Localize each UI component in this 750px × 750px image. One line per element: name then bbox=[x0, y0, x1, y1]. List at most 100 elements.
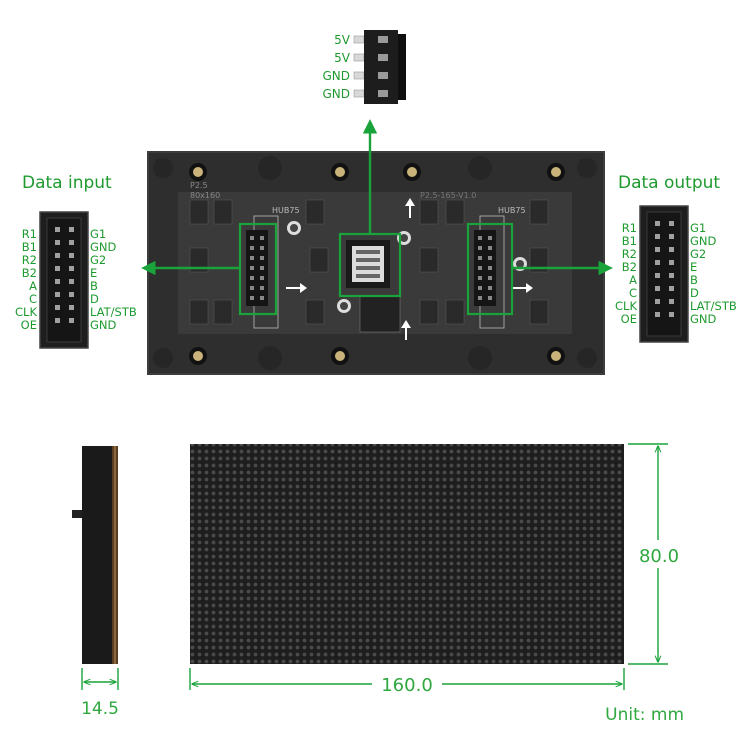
pin-label: A bbox=[29, 279, 37, 293]
pin-label: LAT/STB bbox=[690, 299, 737, 313]
power-pin-label: 5V bbox=[334, 33, 351, 47]
power-pin-label: GND bbox=[322, 69, 350, 83]
header-pin bbox=[55, 227, 60, 232]
pin-label: R2 bbox=[22, 253, 37, 267]
pin-label: G1 bbox=[690, 221, 706, 235]
data-input-title: Data input bbox=[22, 173, 112, 193]
pin-label: OE bbox=[21, 318, 37, 332]
header-pin bbox=[55, 318, 60, 323]
hub75-label-right: HUB75 bbox=[498, 206, 526, 215]
pin-label: B1 bbox=[622, 234, 637, 248]
header-pin bbox=[55, 240, 60, 245]
board-back: P2.5 80x160 P2.5-165-V1.0 HUB75 HUB75 bbox=[147, 151, 605, 375]
power-connector: 5V 5V GND GND bbox=[322, 30, 406, 104]
pin-label: B bbox=[690, 273, 698, 287]
pin-label: G1 bbox=[90, 227, 106, 241]
width-label-bg bbox=[372, 672, 442, 696]
pin-label: B2 bbox=[622, 260, 637, 274]
pin-label: B1 bbox=[22, 240, 37, 254]
unit-label: Unit: mm bbox=[605, 705, 684, 725]
header-pin bbox=[69, 305, 74, 310]
pin-label: R2 bbox=[622, 247, 637, 261]
thickness-dimension bbox=[81, 668, 119, 690]
pin-label: GND bbox=[690, 312, 717, 326]
header-pin bbox=[69, 253, 74, 258]
pin-label: CLK bbox=[15, 305, 37, 319]
pin-label: D bbox=[690, 286, 699, 300]
header-pin bbox=[69, 279, 74, 284]
power-pin-label: 5V bbox=[334, 51, 351, 65]
power-connector-body bbox=[353, 30, 406, 104]
data-input-right-pins: G1 GND G2 E B D LAT/STB GND bbox=[90, 227, 137, 332]
header-pin bbox=[669, 299, 674, 304]
header-pin bbox=[55, 292, 60, 297]
data-output-title: Data output bbox=[618, 173, 720, 193]
header-pin bbox=[669, 247, 674, 252]
pin-label: C bbox=[29, 292, 37, 306]
data-input-left-pins: R1 B1 R2 B2 A C CLK OE bbox=[15, 227, 37, 332]
header-pin bbox=[669, 221, 674, 226]
power-pin-labels: 5V 5V GND GND bbox=[322, 33, 350, 101]
header-pin bbox=[55, 279, 60, 284]
pin-label: LAT/STB bbox=[90, 305, 137, 319]
power-pin-label: GND bbox=[322, 87, 350, 101]
power-socket-on-board bbox=[346, 240, 390, 288]
header-pin bbox=[669, 312, 674, 317]
silk-label: P2.5-165-V1.0 bbox=[420, 191, 476, 200]
data-output-connector bbox=[639, 205, 689, 343]
header-pin bbox=[55, 305, 60, 310]
height-label: 80.0 bbox=[639, 546, 679, 567]
data-output-left-pins: R1 B1 R2 B2 A C CLK OE bbox=[615, 221, 637, 326]
pin-label: CLK bbox=[615, 299, 637, 313]
header-pin bbox=[655, 260, 660, 265]
header-pin bbox=[69, 318, 74, 323]
thickness-label: 14.5 bbox=[81, 699, 119, 719]
header-pin bbox=[55, 253, 60, 258]
header-pin bbox=[655, 299, 660, 304]
mounting-holes bbox=[153, 156, 597, 370]
pin-label: C bbox=[629, 286, 637, 300]
data-output-right-pins: G1 GND G2 E B D LAT/STB GND bbox=[690, 221, 737, 326]
header-pin bbox=[55, 266, 60, 271]
header-pin bbox=[669, 260, 674, 265]
input-header-on-board bbox=[246, 230, 268, 306]
pin-label: R1 bbox=[22, 227, 37, 241]
silk-label: P2.5 bbox=[190, 181, 208, 190]
header-pin bbox=[655, 247, 660, 252]
pin-label: B2 bbox=[22, 266, 37, 280]
header-pin bbox=[69, 240, 74, 245]
header-pin bbox=[655, 312, 660, 317]
width-label: 160.0 bbox=[381, 675, 433, 696]
pin-label: B bbox=[90, 279, 98, 293]
header-pin bbox=[655, 221, 660, 226]
pin-label: OE bbox=[621, 312, 637, 326]
callout-arrows bbox=[141, 119, 613, 276]
header-pin bbox=[655, 234, 660, 239]
pin-label: D bbox=[90, 292, 99, 306]
data-input-connector bbox=[39, 211, 89, 349]
pin-label: E bbox=[690, 260, 697, 274]
pin-label: GND bbox=[90, 240, 117, 254]
silk-label: 80x160 bbox=[190, 191, 220, 200]
pin-label: G2 bbox=[690, 247, 706, 261]
hub75-label-left: HUB75 bbox=[272, 206, 300, 215]
header-pin bbox=[655, 273, 660, 278]
side-view bbox=[72, 446, 118, 664]
pin-label: E bbox=[90, 266, 97, 280]
header-pin bbox=[655, 286, 660, 291]
header-pin bbox=[669, 234, 674, 239]
header-pin bbox=[669, 286, 674, 291]
led-matrix-front bbox=[190, 444, 624, 664]
height-label-bg bbox=[632, 540, 686, 568]
pin-label: A bbox=[629, 273, 637, 287]
pin-label: G2 bbox=[90, 253, 106, 267]
driver-chips bbox=[189, 199, 549, 325]
pin-label: R1 bbox=[622, 221, 637, 235]
pin-label: GND bbox=[690, 234, 717, 248]
header-pin bbox=[69, 266, 74, 271]
pin-label: GND bbox=[90, 318, 117, 332]
header-pin bbox=[669, 273, 674, 278]
output-header-on-board bbox=[474, 230, 496, 306]
header-pin bbox=[69, 227, 74, 232]
